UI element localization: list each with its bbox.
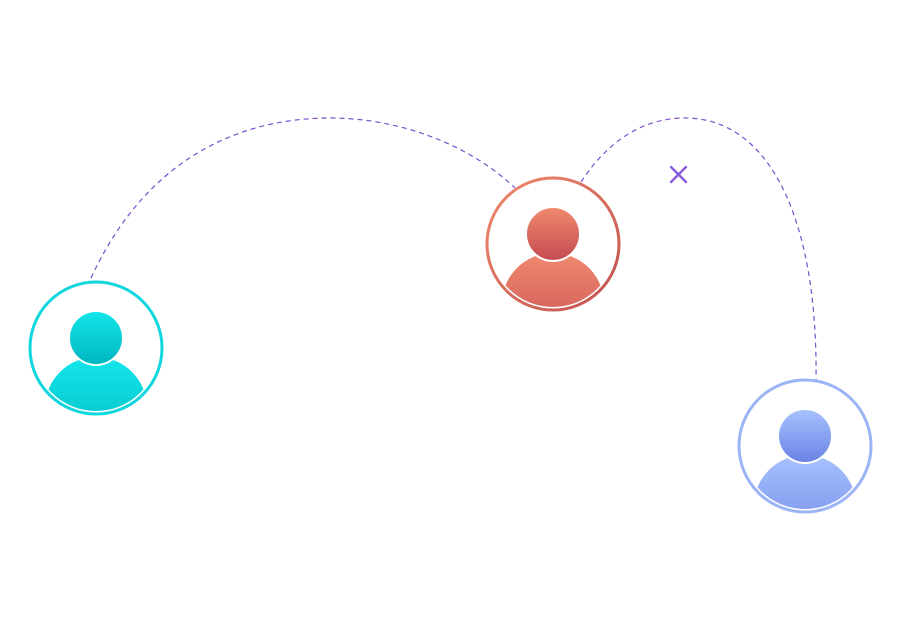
user-avatar-coral[interactable] [485,176,621,356]
user-avatar-teal[interactable] [28,280,164,460]
user-icon [752,408,858,509]
close-x-icon[interactable] [669,165,688,184]
user-avatar-blue[interactable] [737,378,873,558]
connector-teal-coral [90,117,516,279]
user-icon [500,206,606,307]
